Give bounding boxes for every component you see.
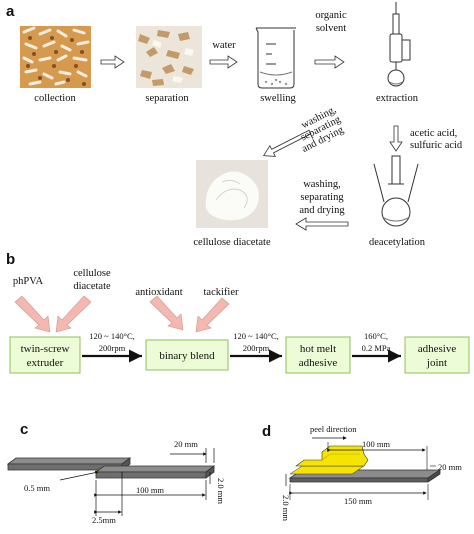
label-deacetylation: deacetylation [369, 237, 426, 248]
d-length-bottom-label: 150 mm [344, 496, 372, 506]
box-binary-label: binary blend [159, 350, 215, 362]
input-arrow-antioxidant [149, 295, 184, 331]
label-separation: separation [145, 93, 189, 104]
box-hot-melt-adhesive [285, 336, 351, 374]
label-acid-l2: sulfuric acid [410, 140, 463, 151]
input-arrow-tackifier [195, 297, 230, 333]
c-adhesive-thickness-label: 0.5 mm [24, 483, 50, 493]
label-wash2-l1: washing, [303, 179, 341, 190]
box-joint-l2: joint [426, 357, 447, 369]
process-arrow-4 [262, 129, 312, 157]
c-width-label: 20 mm [174, 439, 198, 449]
cigarette-butts-image [20, 26, 91, 88]
d-peel-label: peel direction [310, 424, 357, 434]
box-joint-l1: adhesive [418, 343, 457, 355]
cond1-l2: 200rpm [99, 343, 126, 353]
soxhlet-extractor-icon [387, 2, 411, 87]
label-acid-l1: acetic acid, [410, 128, 457, 139]
cond3-l1: 160°C, [364, 331, 388, 341]
cellulose-diacetate-image [196, 160, 268, 228]
box-extruder-l1: twin-screw [21, 343, 70, 355]
label-cellulose-diacetate: cellulose diacetate [193, 237, 271, 248]
label-organic: organic [315, 10, 347, 21]
label-extraction: extraction [376, 93, 419, 104]
box-hma-l1: hot melt [300, 343, 336, 355]
cond1-l1: 120 ~ 140°C, [89, 331, 135, 341]
panel-a-letter: a [6, 3, 15, 20]
label-collection: collection [34, 93, 76, 104]
c-overlap-label: 2.5mm [92, 515, 116, 525]
process-arrow-5 [389, 125, 403, 152]
label-antioxidant: antioxidant [135, 287, 182, 298]
process-arrow-2 [209, 55, 238, 69]
label-cd-l2: diacetate [73, 281, 111, 292]
box-hma-l2: adhesive [299, 357, 338, 369]
panel-d-letter: d [262, 423, 271, 440]
box-adhesive-joint [404, 336, 470, 374]
box-extruder [9, 336, 81, 374]
label-tackifier: tackifier [204, 287, 239, 298]
box-binary-blend [145, 339, 229, 371]
label-wash2-l2: separating [300, 192, 344, 203]
c-length-label: 100 mm [136, 485, 164, 495]
label-phpva: phPVA [13, 276, 44, 287]
lap-shear-specimen [6, 457, 216, 479]
input-arrow-phpva [14, 295, 51, 333]
panel-c-letter: c [20, 421, 28, 438]
label-wash2-l3: and drying [299, 205, 345, 216]
separation-image [136, 26, 202, 88]
d-thickness-label: 2.0 mm [281, 495, 291, 521]
label-water: water [212, 40, 236, 51]
d-length-top-label: 100 mm [362, 439, 390, 449]
c-thickness-label: 2.0 mm [216, 478, 226, 504]
label-swelling: swelling [260, 93, 296, 104]
cond3-l2: 0.2 MPa [362, 343, 391, 353]
label-cd-l1: cellulose [73, 268, 111, 279]
label-solvent: solvent [316, 23, 346, 34]
beaker-icon [255, 27, 296, 89]
process-arrow-3 [314, 55, 345, 69]
input-arrow-cd [55, 295, 92, 333]
process-arrow-6 [295, 217, 349, 231]
process-arrow-1 [100, 55, 125, 69]
panel-b-letter: b [6, 251, 15, 268]
cond2-l1: 120 ~ 140°C, [233, 331, 279, 341]
d-width-label: 20 mm [438, 462, 462, 472]
input-arrows [14, 295, 230, 333]
t-peel-specimen [288, 445, 442, 483]
reaction-flask-icon [373, 155, 419, 227]
cond2-l2: 200rpm [243, 343, 270, 353]
box-extruder-l2: extruder [27, 357, 64, 369]
